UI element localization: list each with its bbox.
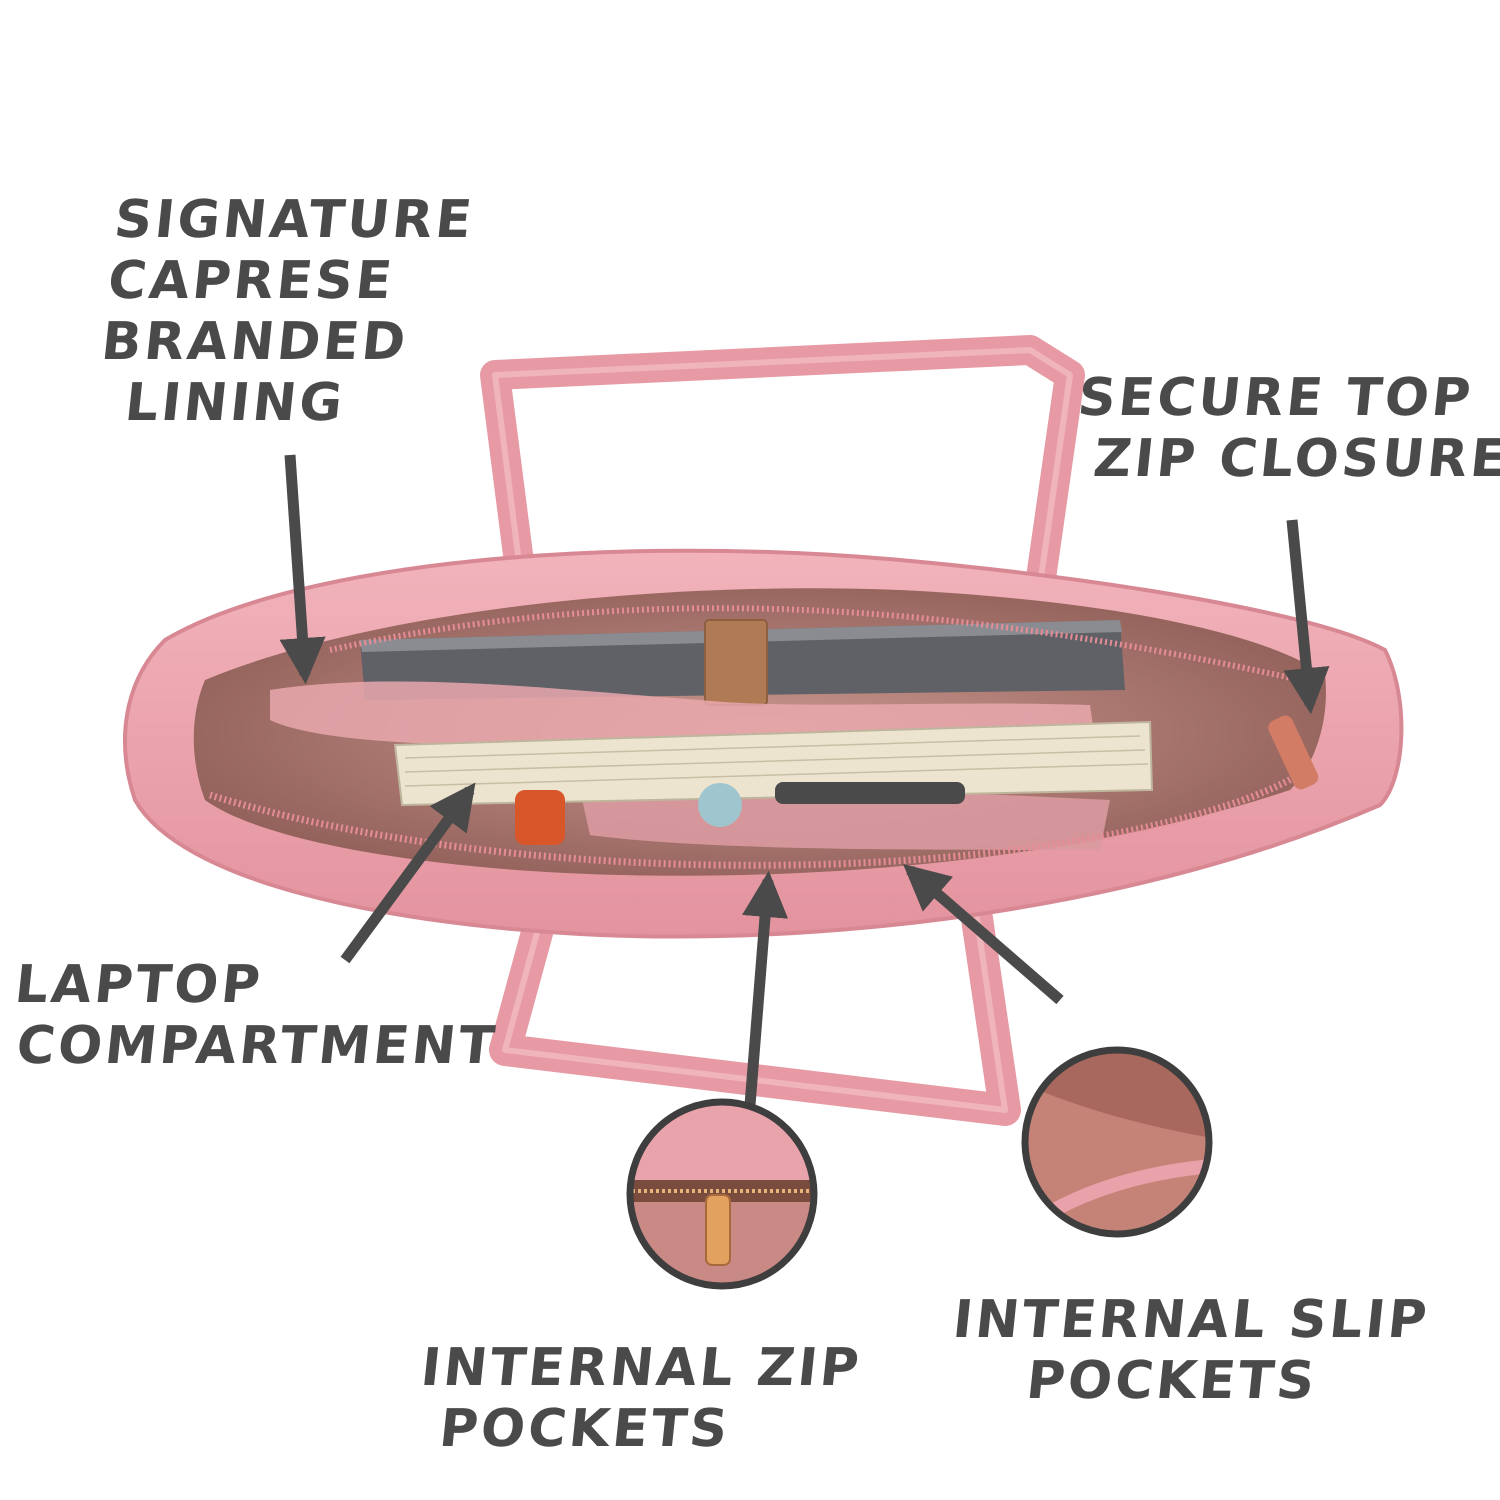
small-bottle <box>515 790 565 845</box>
arrow-slip-pockets <box>903 863 1064 1005</box>
label-internal-zip-pockets: INTERNAL ZIP POCKETS <box>412 1338 865 1460</box>
label-line: LAPTOP <box>12 955 266 1015</box>
label-signature-lining: SIGNATURE CAPRESE BRANDED LINING <box>92 190 478 434</box>
label-line: INTERNAL ZIP <box>418 1338 865 1398</box>
book <box>393 720 1154 807</box>
label-internal-slip-pockets: INTERNAL SLIP POCKETS <box>944 1290 1433 1412</box>
arrow-zip-closure <box>1283 519 1330 715</box>
laptop-strap-tab <box>704 619 768 706</box>
label-line: BRANDED <box>98 312 412 372</box>
arrow-zip-pockets <box>742 870 789 1131</box>
label-line: CAPRESE <box>105 251 398 311</box>
label-line: POCKETS <box>1023 1351 1321 1411</box>
label-laptop-compartment: LAPTOP COMPARTMENT <box>6 955 507 1077</box>
top-zipper <box>208 605 1319 869</box>
label-line: COMPARTMENT <box>13 1016 501 1076</box>
callout-arrows <box>279 454 1330 1131</box>
zip-pocket-detail <box>626 1098 818 1290</box>
label-line: INTERNAL SLIP <box>950 1290 1433 1350</box>
label-line: SIGNATURE <box>111 190 478 250</box>
back-handle <box>480 335 1085 588</box>
label-zip-closure: SECURE TOP ZIP CLOSURE <box>1069 368 1500 490</box>
pom-pom <box>698 783 742 827</box>
phone <box>775 782 965 804</box>
slip-pocket-detail <box>1021 1046 1213 1238</box>
arrow-laptop <box>340 782 476 964</box>
label-line: POCKETS <box>436 1399 734 1459</box>
label-line: LINING <box>122 373 349 433</box>
arrow-lining <box>279 454 326 685</box>
label-line: SECURE TOP <box>1075 368 1477 428</box>
label-line: ZIP CLOSURE <box>1090 429 1500 489</box>
